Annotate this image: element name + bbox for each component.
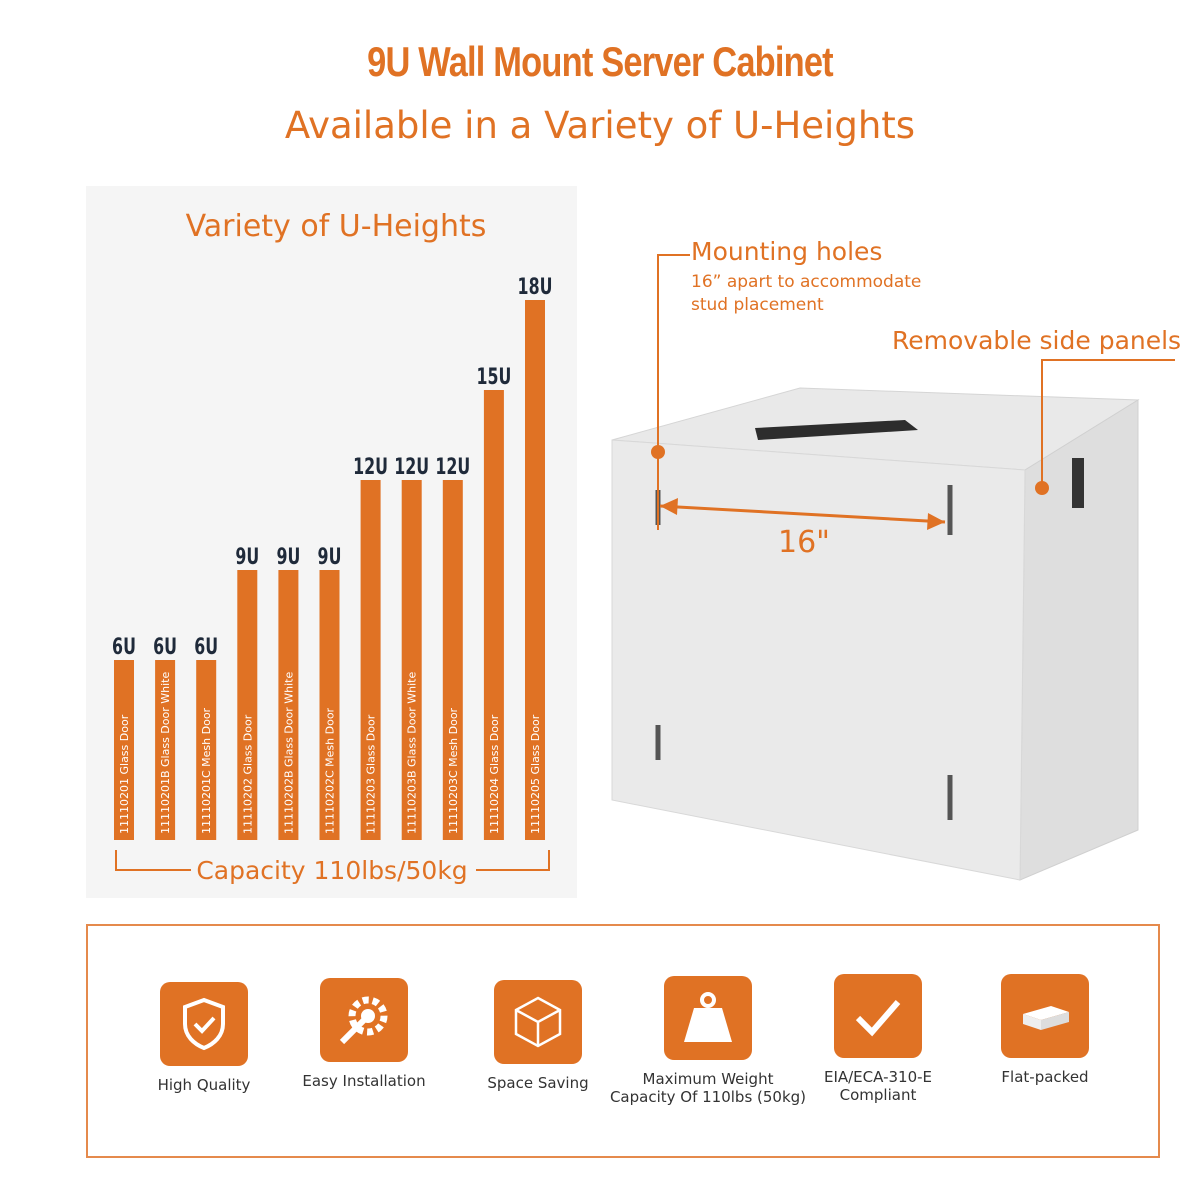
gear-wrench-icon xyxy=(320,978,408,1062)
bar xyxy=(155,660,176,840)
callout-dot-panels xyxy=(1035,481,1049,495)
callout-dot-mounting xyxy=(651,445,665,459)
bar-value-label: 12U xyxy=(394,453,429,479)
bar-value-label: 12U xyxy=(435,453,470,479)
checkmark-icon xyxy=(834,974,922,1058)
bar xyxy=(401,480,422,840)
bar xyxy=(525,300,545,840)
bar xyxy=(237,570,258,840)
bar-category-label: 11110202B Glass Door White xyxy=(282,672,295,834)
bar-value-label: 9U xyxy=(276,543,300,569)
u-heights-chart: Variety of U-Heights 6U 11110201 Glass Do… xyxy=(86,186,577,898)
bar xyxy=(442,480,463,840)
bar-category-label: 11110202 Glass Door xyxy=(241,714,254,834)
bar-category-label: 11110201C Mesh Door xyxy=(200,707,213,834)
feature-high-quality: High Quality xyxy=(144,982,264,1094)
bar-value-label: 18U xyxy=(518,273,553,299)
bar-category-label: 11110205 Glass Door xyxy=(529,714,542,834)
bracket-right xyxy=(476,850,550,871)
bar-value-label: 6U xyxy=(112,633,136,659)
bar xyxy=(114,660,134,840)
cube-icon xyxy=(494,980,582,1064)
feature-space-saving: Space Saving xyxy=(473,980,603,1092)
shield-check-icon xyxy=(160,982,248,1066)
feature-eia-compliant: EIA/ECA-310-E Compliant xyxy=(808,974,948,1104)
capacity-label: Capacity 110lbs/50kg xyxy=(196,856,467,885)
callout-mounting-sub2: stud placement xyxy=(691,295,824,315)
cabinet-top-vent xyxy=(755,420,918,440)
bar xyxy=(196,660,217,840)
feature-easy-installation: Easy Installation xyxy=(294,978,434,1090)
bar-category-label: 11110202C Mesh Door xyxy=(324,707,337,834)
bar-value-label: 15U xyxy=(476,363,511,389)
bar-category-label: 11110201 Glass Door xyxy=(118,714,131,834)
chart-svg: Variety of U-Heights 6U 11110201 Glass Do… xyxy=(112,209,553,885)
page-title: 9U Wall Mount Server Cabinet xyxy=(367,38,833,85)
dimension-arrow xyxy=(659,504,946,524)
weight-icon xyxy=(664,976,752,1060)
bar-category-label: 11110203B Glass Door White xyxy=(406,672,419,834)
bar-value-label: 6U xyxy=(194,633,218,659)
bar-category-label: 11110203C Mesh Door xyxy=(447,707,460,834)
bar-value-label: 9U xyxy=(318,543,342,569)
bar-category-label: 11110201B Glass Door White xyxy=(159,672,172,834)
bar xyxy=(483,390,504,840)
flat-box-icon xyxy=(1001,974,1089,1058)
callout-mounting-sub1: 16” apart to accommodate xyxy=(691,272,922,292)
cabinet-illustration: 16" xyxy=(611,254,1175,881)
bar-category-label: 11110203 Glass Door xyxy=(365,714,378,834)
features-box: High Quality Easy Installation Space Sav… xyxy=(86,924,1160,1158)
bar-category-label: 11110204 Glass Door xyxy=(488,714,501,834)
bar xyxy=(360,480,381,840)
side-lock xyxy=(1072,458,1084,508)
bar-value-label: 9U xyxy=(235,543,259,569)
callout-panels-title: Removable side panels xyxy=(892,326,1182,355)
bar xyxy=(278,570,299,840)
page-subtitle: Available in a Variety of U-Heights xyxy=(284,104,916,147)
bar-value-label: 6U xyxy=(153,633,177,659)
chart-title: Variety of U-Heights xyxy=(186,209,487,244)
bar xyxy=(319,570,340,840)
bracket-left xyxy=(115,850,191,871)
feature-max-weight: Maximum Weight Capacity Of 110lbs (50kg) xyxy=(608,976,808,1106)
dimension-label: 16" xyxy=(778,525,830,560)
bar-value-label: 12U xyxy=(353,453,388,479)
callout-mounting-title: Mounting holes xyxy=(691,237,883,266)
feature-flat-packed: Flat-packed xyxy=(985,974,1105,1086)
cabinet-front xyxy=(611,439,1026,881)
